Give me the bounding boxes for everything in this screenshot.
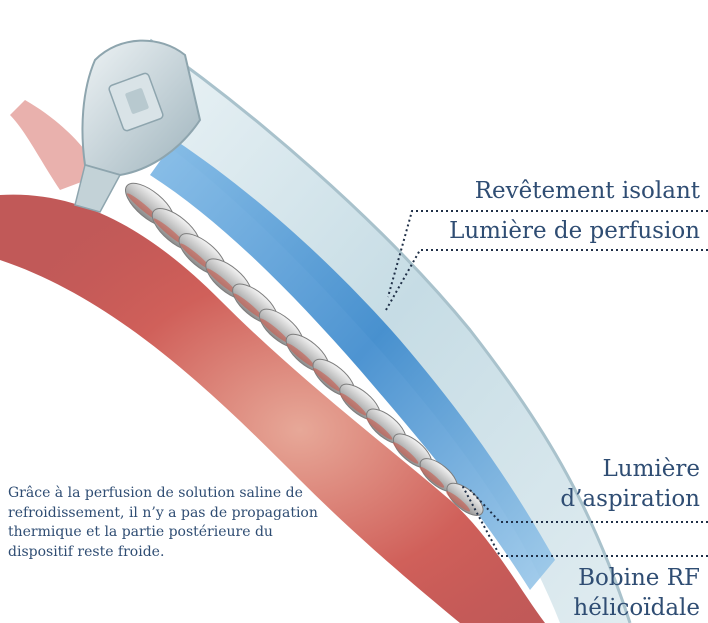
label-rf-coil: Bobine RF hélicoïdale [573,563,700,623]
label-perfusion-lumen-text: Lumière de perfusion [449,218,700,244]
label-perfusion-lumen: Lumière de perfusion [449,216,700,246]
label-insulating-coating: Revêtement isolant [475,176,700,206]
label-aspiration-line2: d’aspiration [560,484,700,514]
label-coil-line2: hélicoïdale [573,593,700,623]
description-note: Grâce à la perfusion de solution saline … [8,484,318,562]
label-coil-line1: Bobine RF [573,563,700,593]
label-insulating-coating-text: Revêtement isolant [475,178,700,204]
label-aspiration-lumen: Lumière d’aspiration [560,454,700,514]
label-aspiration-line1: Lumière [560,454,700,484]
